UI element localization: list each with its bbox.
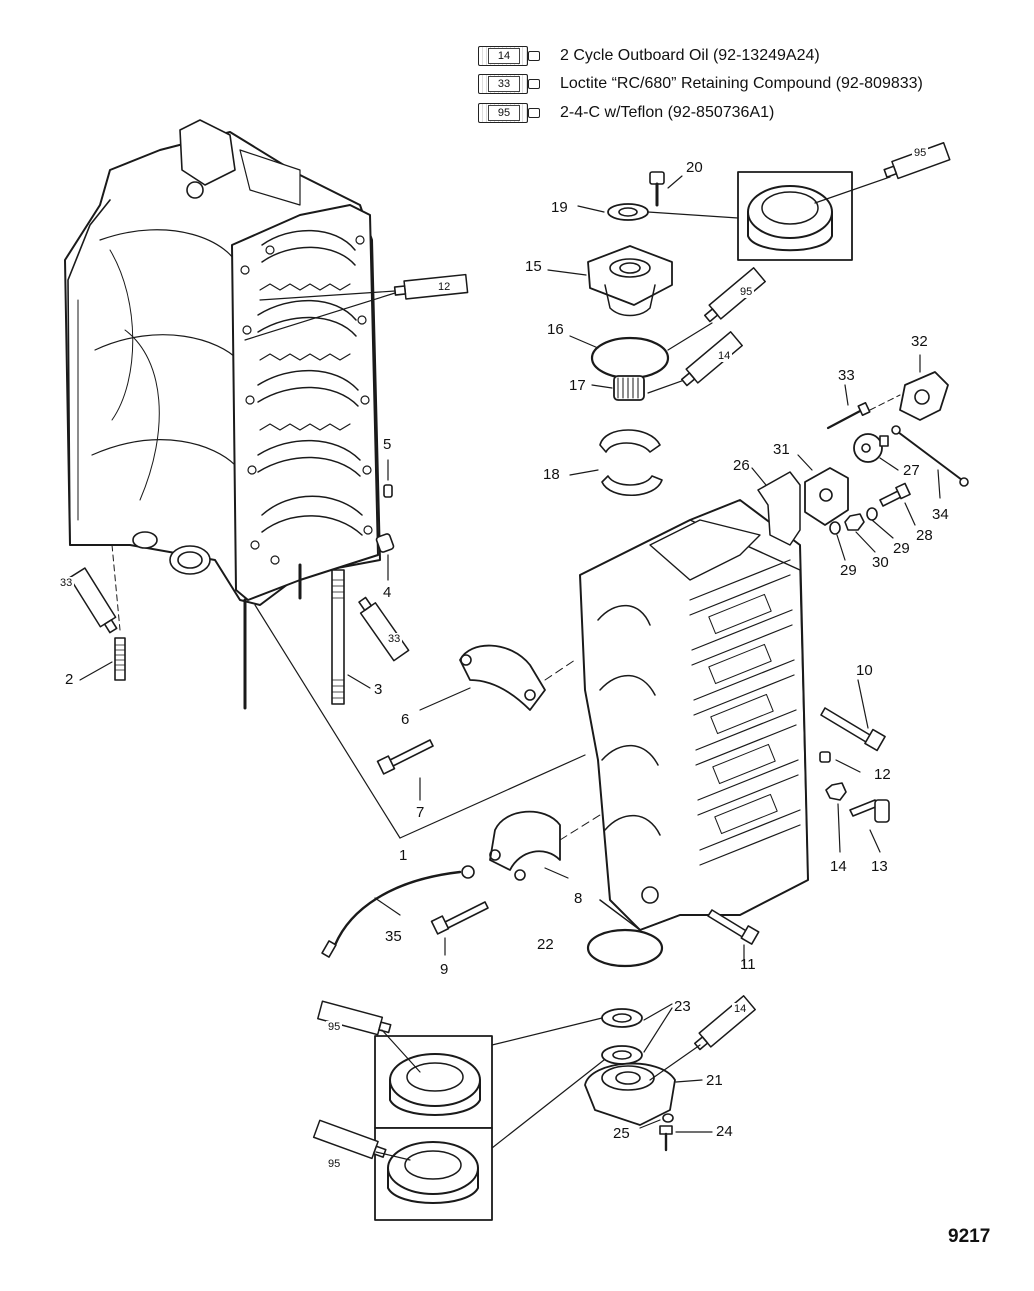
tube-label: 95 xyxy=(326,1158,343,1170)
callout-31: 31 xyxy=(773,441,790,458)
callout-18: 18 xyxy=(543,466,560,483)
callout-26: 26 xyxy=(733,457,750,474)
lubricant-tube-icon: 95 xyxy=(478,103,542,123)
legend-tube-number: 33 xyxy=(488,76,520,92)
legend-tube-number: 14 xyxy=(488,48,520,64)
legend-text: 2-4-C w/Teflon (92-850736A1) xyxy=(560,104,775,121)
lubricant-tube-icon: 14 xyxy=(478,46,542,66)
callout-10: 10 xyxy=(856,662,873,679)
callout-4: 4 xyxy=(383,584,392,601)
dowel-pins xyxy=(375,459,395,581)
crankcase-cover xyxy=(579,499,809,931)
legend-text: 2 Cycle Outboard Oil (92-13249A24) xyxy=(560,47,820,64)
legend-row-grease: 95 2-4-C w/Teflon (92-850736A1) xyxy=(478,99,774,127)
o-ring-22 xyxy=(586,928,664,968)
tube-label: 14 xyxy=(732,1003,749,1015)
bearing-cap-lower xyxy=(489,810,601,881)
callout-28: 28 xyxy=(916,527,933,544)
callout-14: 14 xyxy=(830,858,847,875)
fasteners-12-13-14 xyxy=(819,751,890,853)
ground-strap xyxy=(321,865,475,958)
lubricant-tube-icon: 33 xyxy=(478,74,542,94)
callout-29: 29 xyxy=(893,540,910,557)
callout-32: 32 xyxy=(911,333,928,350)
callout-19: 19 xyxy=(551,199,568,216)
callout-23: 23 xyxy=(674,998,691,1015)
callout-21: 21 xyxy=(706,1072,723,1089)
tube-label: 33 xyxy=(58,577,75,589)
callout-9: 9 xyxy=(440,961,449,978)
callout-2: 2 xyxy=(65,671,74,688)
callout-29: 29 xyxy=(840,562,857,579)
legend-tube-number: 95 xyxy=(488,105,520,121)
stud-2 xyxy=(79,637,126,681)
bearing-cap-upper xyxy=(419,644,576,711)
lower-end-cap-parts xyxy=(374,1003,713,1221)
tube-label: 95 xyxy=(738,286,755,298)
callout-30: 30 xyxy=(872,554,889,571)
callout-22: 22 xyxy=(537,936,554,953)
callout-17: 17 xyxy=(569,377,586,394)
callout-24: 24 xyxy=(716,1123,733,1140)
callout-27: 27 xyxy=(903,462,920,479)
callout-34: 34 xyxy=(932,506,949,523)
callout-15: 15 xyxy=(525,258,542,275)
callout-7: 7 xyxy=(416,804,425,821)
callout-11: 11 xyxy=(740,956,756,973)
callout-13: 13 xyxy=(871,858,888,875)
callout-12: 12 xyxy=(874,766,891,783)
upper-end-cap-parts xyxy=(547,171,891,497)
cylinder-block-left xyxy=(64,119,381,710)
figure-number: 9217 xyxy=(948,1226,991,1247)
legend-text: Loctite “RC/680” Retaining Compound (92-… xyxy=(560,75,923,92)
callout-25: 25 xyxy=(613,1125,630,1142)
callout-5: 5 xyxy=(383,436,392,453)
tube-label: 95 xyxy=(912,147,929,159)
callout-20: 20 xyxy=(686,159,703,176)
bracket-parts xyxy=(751,354,969,561)
bolt-7 xyxy=(376,739,434,801)
tube-label: 12 xyxy=(436,281,453,293)
tube-label: 33 xyxy=(386,633,403,645)
callout-1: 1 xyxy=(399,847,408,864)
callout-16: 16 xyxy=(547,321,564,338)
stud-3 xyxy=(331,569,371,705)
tube-label: 14 xyxy=(716,350,733,362)
callout-8: 8 xyxy=(574,890,583,907)
callout-3: 3 xyxy=(374,681,383,698)
lubricant-tubes xyxy=(68,141,951,1161)
callout-35: 35 xyxy=(385,928,402,945)
bolt-9 xyxy=(430,901,489,956)
tube-label: 95 xyxy=(326,1021,343,1033)
bolt-11 xyxy=(707,909,760,966)
legend-row-loctite: 33 Loctite “RC/680” Retaining Compound (… xyxy=(478,70,923,98)
legend-row-oil: 14 2 Cycle Outboard Oil (92-13249A24) xyxy=(478,42,820,70)
callout-33: 33 xyxy=(838,367,855,384)
callout-6: 6 xyxy=(401,711,410,728)
bolt-10 xyxy=(820,679,886,752)
